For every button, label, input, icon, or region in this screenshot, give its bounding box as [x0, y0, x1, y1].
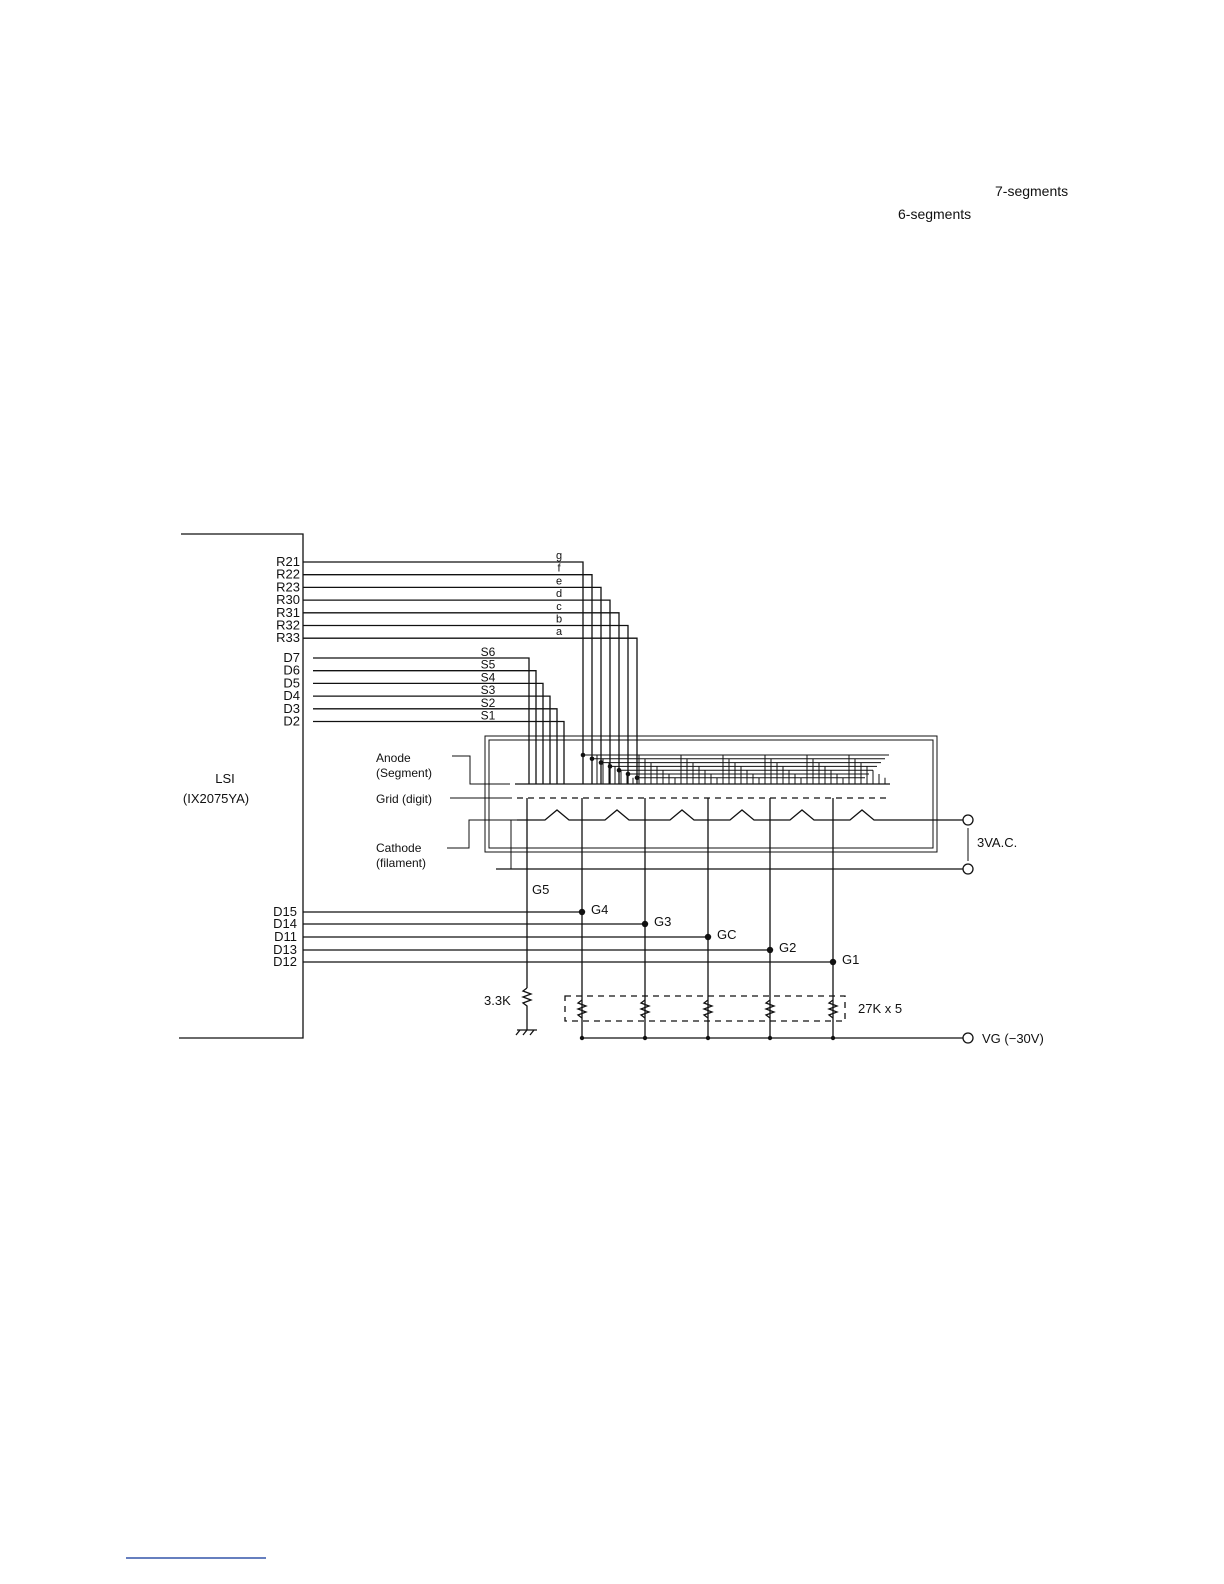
segment-name-f: f [557, 563, 561, 575]
segment-name-b: b [556, 614, 562, 626]
cathode-leader [447, 820, 517, 848]
grid-junction [767, 947, 773, 953]
seven-segments-note: 7-segments [995, 183, 1068, 199]
vg-supply-label: VG (−30V) [982, 1031, 1044, 1046]
segment-line-b [303, 626, 628, 785]
anode-sub-label: (Segment) [376, 766, 432, 780]
ground-icon [516, 1030, 537, 1035]
anode-junction [626, 772, 631, 777]
digit-line-s1 [313, 722, 564, 785]
filament-supply-label: 3VA.C. [977, 835, 1017, 850]
filament-terminal-bottom [963, 864, 973, 874]
filament-terminal-top [963, 815, 973, 825]
grid-name-gc: GC [717, 927, 737, 942]
lsi-title: LSI [215, 771, 235, 786]
segment-name-e: e [556, 575, 562, 587]
digit-line-s2 [313, 709, 557, 784]
grid-junction [830, 959, 836, 965]
segment-name-g: g [556, 550, 562, 562]
grid-name-g4: G4 [591, 902, 608, 917]
anode-junction [590, 757, 595, 762]
anode-leader [452, 756, 510, 784]
grid-pin-d12: D12 [273, 954, 297, 969]
anode-label: Anode [376, 751, 411, 765]
cathode-sub-label: (filament) [376, 856, 426, 870]
grid-name-g1: G1 [842, 952, 859, 967]
anode-junction [581, 753, 586, 758]
segment-name-c: c [556, 601, 562, 613]
vfd-tube-outer [485, 736, 937, 852]
segment-name-d: d [556, 588, 562, 600]
resistor-network-label: 27K x 5 [858, 1001, 902, 1016]
grid-junction [705, 934, 711, 940]
grid-junction [579, 909, 585, 915]
segment-pin-r33: R33 [276, 630, 300, 645]
anode-junction [608, 764, 613, 769]
lsi-part-number: (IX2075YA) [183, 791, 249, 806]
grid-name-g3: G3 [654, 914, 671, 929]
vg-terminal [963, 1033, 973, 1043]
cathode-filament [517, 810, 968, 820]
vfd-tube-inner [489, 740, 933, 848]
grid-label: Grid (digit) [376, 792, 432, 806]
pulldown-resistor-label: 3.3K [484, 993, 511, 1008]
pulldown-resistor-icon [523, 988, 531, 1030]
grid-name-g5: G5 [532, 882, 549, 897]
digit-pin-d2: D2 [283, 714, 300, 729]
grid-junction [642, 921, 648, 927]
segment-line-g [303, 562, 583, 784]
six-segments-note: 6-segments [898, 206, 971, 222]
segment-line-f [303, 575, 592, 784]
segment-name-a: a [556, 626, 563, 638]
grid-name-g2: G2 [779, 940, 796, 955]
digit-name-s1: S1 [481, 709, 496, 723]
anode-segment-array [515, 753, 890, 784]
cathode-label: Cathode [376, 841, 422, 855]
